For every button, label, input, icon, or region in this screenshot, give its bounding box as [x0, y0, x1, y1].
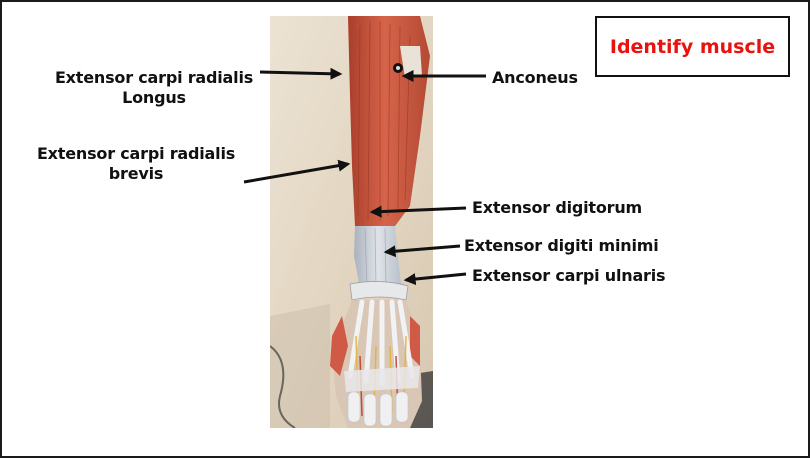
arrow-ext-carpi-ulnaris: [403, 272, 467, 286]
arrow-ecrb: [243, 159, 351, 184]
label-ecrb-line1: Extensor carpi radialis: [36, 144, 236, 163]
forearm-model-photo: [270, 16, 433, 428]
label-anconeus: Anconeus: [492, 68, 578, 87]
arrow-ext-digitorum: [369, 205, 467, 218]
title-box: Identify muscle: [595, 16, 790, 77]
label-ecrl-line1: Extensor carpi radialis: [54, 68, 254, 87]
label-extensor-digiti-minimi: Extensor digiti minimi: [464, 236, 659, 255]
label-ecrl-line2: Longus: [122, 88, 186, 107]
arrow-ext-digiti-minimi: [383, 244, 461, 258]
label-extensor-carpi-ulnaris: Extensor carpi ulnaris: [472, 266, 666, 285]
slide-title: Identify muscle: [609, 35, 776, 58]
label-extensor-carpi-radialis-brevis: Extensor carpi radialis brevis: [32, 144, 240, 184]
label-ecrb-line2: brevis: [108, 164, 164, 183]
label-extensor-carpi-radialis-longus: Extensor carpi radialis Longus: [50, 68, 258, 108]
arrow-ecrl: [259, 67, 343, 80]
label-extensor-digitorum: Extensor digitorum: [472, 198, 642, 217]
